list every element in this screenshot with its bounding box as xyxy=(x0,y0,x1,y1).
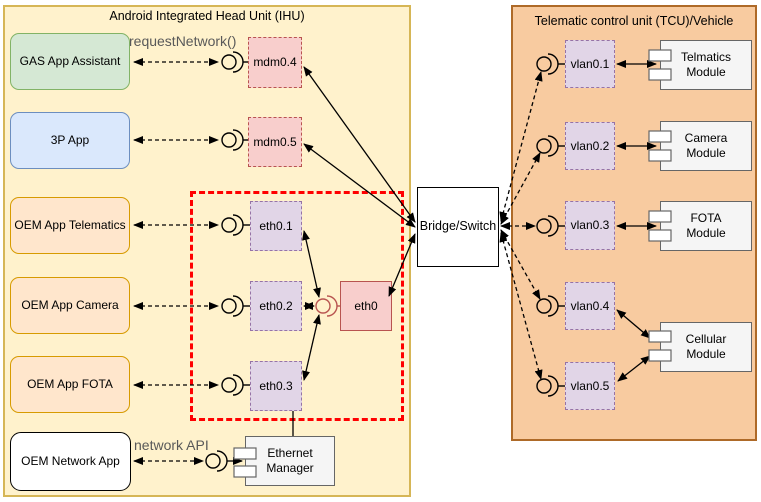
node-label: GAS App Assistant xyxy=(19,54,121,68)
node-label: vlan0.3 xyxy=(570,218,610,232)
node-label: OEM App FOTA xyxy=(27,377,113,391)
ihu-title: Android Integrated Head Unit (IHU) xyxy=(109,9,305,23)
node-label: vlan0.1 xyxy=(570,56,610,71)
node-label: mdm0.5 xyxy=(253,134,297,149)
node-label: Telmatics Module xyxy=(680,50,731,79)
node-eth0-3: eth0.3 xyxy=(250,361,302,411)
node-label: eth0.1 xyxy=(259,218,293,233)
node-label: vlan0.5 xyxy=(570,378,610,393)
node-eth0-2: eth0.2 xyxy=(250,281,302,331)
node-fota-module: FOTA Module xyxy=(660,201,752,251)
node-label: OEM Network App xyxy=(21,454,120,468)
node-camera-module: Camera Module xyxy=(660,121,752,171)
node-label: OEM App Camera xyxy=(21,298,119,312)
annotation-network-api: network API xyxy=(134,437,209,453)
node-vlan0-5: vlan0.5 xyxy=(565,362,615,410)
node-ethernet-manager: Ethernet Manager xyxy=(245,436,335,486)
tcu-title: Telematic control unit (TCU)/Vehicle xyxy=(534,14,734,28)
node-label: Ethernet Manager xyxy=(266,446,314,475)
node-3p-app: 3P App xyxy=(10,112,130,169)
node-label: eth0.2 xyxy=(259,298,293,313)
node-label: mdm0.4 xyxy=(253,55,297,69)
node-label: OEM App Telematics xyxy=(14,218,126,232)
node-cellular-module: Cellular Module xyxy=(660,322,752,372)
node-gas-app-assistant: GAS App Assistant xyxy=(10,33,130,90)
node-eth0: eth0 xyxy=(340,281,392,331)
node-vlan0-3: vlan0.3 xyxy=(565,201,615,250)
node-telmatics-module: Telmatics Module xyxy=(660,40,752,90)
node-label: Camera Module xyxy=(684,131,728,160)
node-label: FOTA Module xyxy=(686,211,726,240)
node-bridge-switch: Bridge/Switch xyxy=(417,187,499,267)
node-label: 3P App xyxy=(50,133,90,147)
node-label: vlan0.2 xyxy=(570,138,610,153)
node-vlan0-1: vlan0.1 xyxy=(565,40,615,88)
node-label: vlan0.4 xyxy=(570,298,610,313)
node-vlan0-2: vlan0.2 xyxy=(565,122,615,170)
node-oem-app-telematics: OEM App Telematics xyxy=(10,197,130,254)
node-oem-app-fota: OEM App FOTA xyxy=(10,356,130,413)
node-oem-app-camera: OEM App Camera xyxy=(10,277,130,334)
node-label: Bridge/Switch xyxy=(419,219,497,234)
node-mdm0-4: mdm0.4 xyxy=(248,37,302,88)
node-mdm0-5: mdm0.5 xyxy=(248,117,302,167)
annotation-request-network: requestNetwork() xyxy=(129,33,237,49)
node-label: eth0 xyxy=(354,298,378,313)
node-label: eth0.3 xyxy=(259,378,293,393)
node-vlan0-4: vlan0.4 xyxy=(565,282,615,330)
node-label: Cellular Module xyxy=(685,332,727,361)
node-eth0-1: eth0.1 xyxy=(250,201,302,251)
node-oem-network-app: OEM Network App xyxy=(10,432,131,491)
